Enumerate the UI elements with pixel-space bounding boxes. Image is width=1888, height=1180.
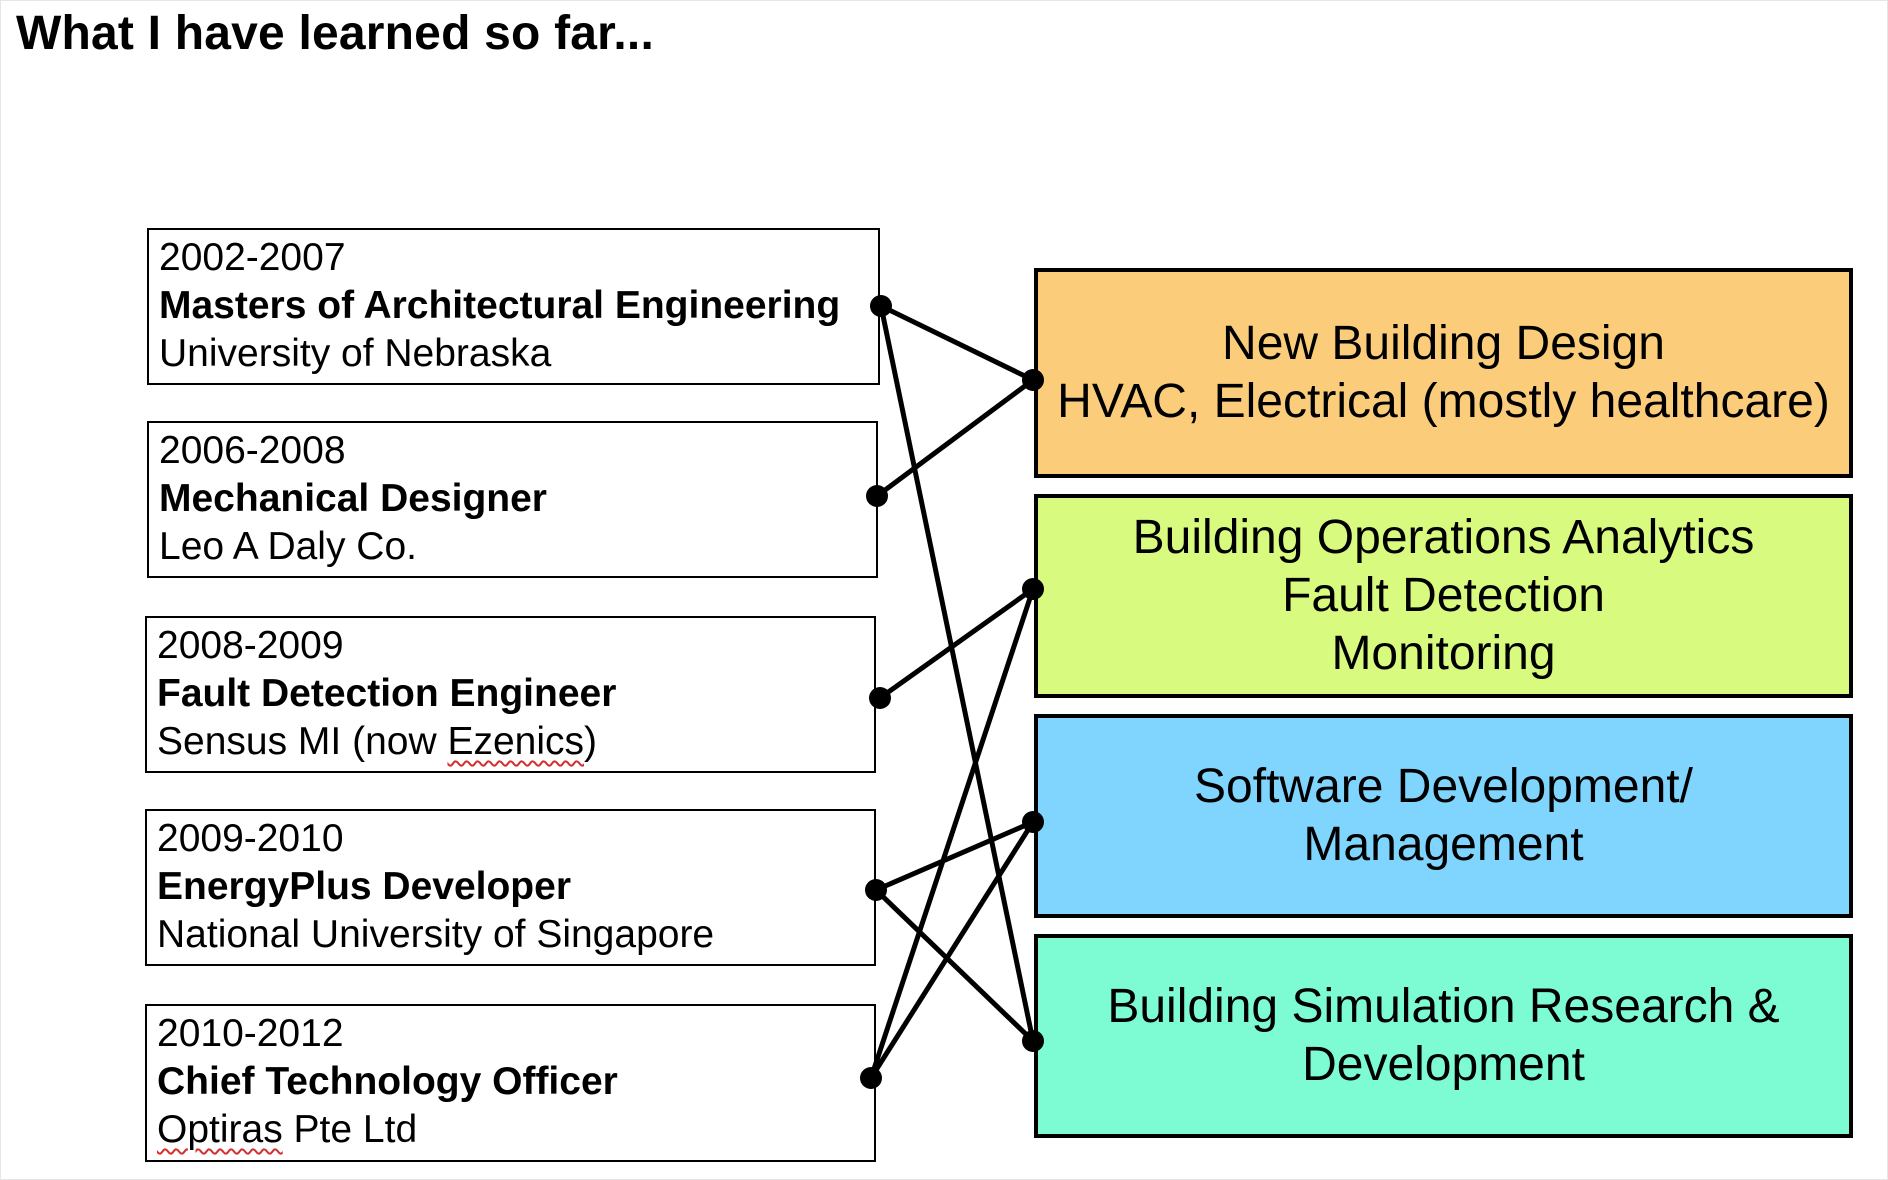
role-organization: University of Nebraska <box>159 332 552 375</box>
role-box-2008-2009: 2008-2009 Fault Detection Engineer Sensu… <box>145 616 876 773</box>
area-line: Building Operations Analytics <box>1132 511 1755 564</box>
area-line: Fault Detection <box>1282 569 1605 622</box>
area-software-development: Software Development/ Management <box>1034 714 1853 918</box>
role-box-2006-2008: 2006-2008 Mechanical Designer Leo A Daly… <box>147 421 878 578</box>
slide-title: What I have learned so far... <box>16 7 655 60</box>
area-line: Management <box>1303 818 1584 871</box>
role-title: Fault Detection Engineer <box>157 672 617 715</box>
role-organization: Leo A Daly Co. <box>159 525 417 568</box>
area-building-simulation-research: Building Simulation Research & Developme… <box>1034 934 1853 1138</box>
spellcheck-flagged-word: Ezenics <box>447 720 585 763</box>
spellcheck-flagged-word: Optiras <box>157 1108 283 1151</box>
role-organization: National University of Singapore <box>157 913 715 956</box>
role-title: EnergyPlus Developer <box>157 865 571 908</box>
role-box-2002-2007: 2002-2007 Masters of Architectural Engin… <box>147 228 880 385</box>
role-box-2010-2012: 2010-2012 Chief Technology Officer Optir… <box>145 1004 876 1162</box>
role-years: 2002-2007 <box>159 236 346 279</box>
role-years: 2008-2009 <box>157 624 344 667</box>
area-line: Development <box>1302 1038 1585 1091</box>
area-new-building-design: New Building Design HVAC, Electrical (mo… <box>1034 268 1853 478</box>
area-line: HVAC, Electrical (mostly healthcare) <box>1057 375 1830 428</box>
role-organization: Sensus MI (now Ezenics) <box>157 720 598 763</box>
area-line: New Building Design <box>1222 317 1665 370</box>
role-years: 2010-2012 <box>157 1012 344 1055</box>
role-box-2009-2010: 2009-2010 EnergyPlus Developer National … <box>145 809 876 966</box>
area-line: Monitoring <box>1331 627 1556 680</box>
role-title: Mechanical Designer <box>159 477 547 520</box>
role-title: Chief Technology Officer <box>157 1060 618 1103</box>
role-organization: Optiras Pte Ltd <box>157 1108 418 1151</box>
area-building-operations-analytics: Building Operations Analytics Fault Dete… <box>1034 494 1853 698</box>
role-years: 2006-2008 <box>159 429 346 472</box>
area-line: Software Development/ <box>1194 760 1693 813</box>
area-line: Building Simulation Research & <box>1107 980 1780 1033</box>
role-years: 2009-2010 <box>157 817 344 860</box>
role-title: Masters of Architectural Engineering <box>159 284 841 327</box>
